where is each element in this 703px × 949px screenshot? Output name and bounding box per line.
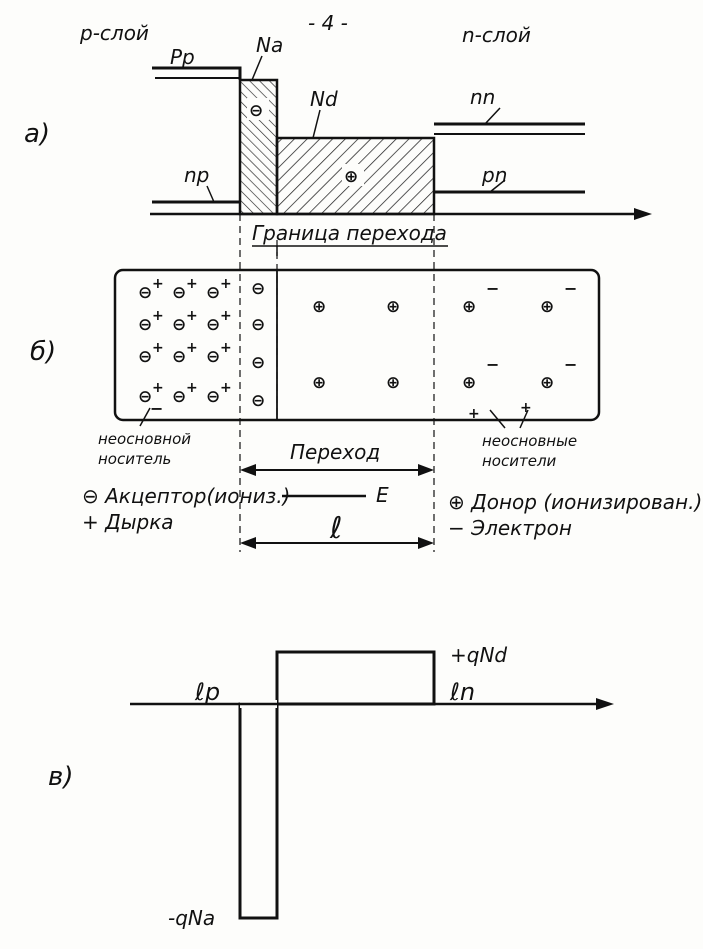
minority-electron: − <box>150 399 163 418</box>
junction-donor: ⊕ <box>386 297 400 317</box>
pp-curve <box>152 66 242 80</box>
label-lp: ℓp <box>194 678 220 706</box>
hole: + <box>152 276 164 292</box>
label-pn: pn <box>481 163 507 187</box>
label-np: np <box>184 163 209 187</box>
electron: − <box>564 279 577 298</box>
field-label: E <box>376 483 389 507</box>
hole: + <box>220 380 232 396</box>
donor-ion: ⊕ <box>462 297 476 317</box>
acceptor-sign: ⊖ <box>249 101 263 121</box>
legend-acceptor: ⊖ Акцептор(иониз.) <box>82 484 290 508</box>
n-layer-label: n-слой <box>462 23 531 47</box>
label-nd: Nd <box>310 87 338 111</box>
minority-n-label-1: неосновные <box>482 432 577 450</box>
label-minus-qna: -qNa <box>168 906 215 930</box>
acceptor-ion: ⊖ <box>206 347 220 367</box>
acceptor-ion: ⊖ <box>138 347 152 367</box>
junction-acceptor: ⊖ <box>251 279 265 299</box>
label-plus-qnd: +qNd <box>450 643 507 667</box>
panel-c-axis-arrow <box>596 698 614 710</box>
acceptor-ion: ⊖ <box>172 347 186 367</box>
acceptor-ion: ⊖ <box>206 387 220 407</box>
hole: + <box>186 308 198 324</box>
p-layer-label: p-слой <box>79 21 149 45</box>
legend-donor: ⊕ Донор (ионизирован.) <box>448 490 702 514</box>
hole: + <box>186 380 198 396</box>
acceptor-ion: ⊖ <box>172 315 186 335</box>
legend-electron: − Электрон <box>448 516 572 540</box>
transition-label: Переход <box>290 440 380 464</box>
minority-p-label-1: неосновной <box>98 430 191 448</box>
charge-negative-block <box>238 702 279 920</box>
electron: − <box>564 355 577 374</box>
acceptor-ion: ⊖ <box>206 315 220 335</box>
donor-ion: ⊕ <box>540 373 554 393</box>
junction-donor: ⊕ <box>312 297 326 317</box>
junction-donor: ⊕ <box>386 373 400 393</box>
hole: + <box>220 308 232 324</box>
hole: + <box>186 340 198 356</box>
panel-a-label: а) <box>24 119 50 149</box>
hole: + <box>152 308 164 324</box>
acceptor-ion: ⊖ <box>138 387 152 407</box>
junction-acceptor: ⊖ <box>251 353 265 373</box>
acceptor-ion: ⊖ <box>172 387 186 407</box>
acceptor-ion: ⊖ <box>138 315 152 335</box>
minority-n-label-2: носители <box>482 452 557 470</box>
label-nn: nn <box>470 85 495 109</box>
acceptor-ion: ⊖ <box>206 283 220 303</box>
hole: + <box>220 340 232 356</box>
electron: − <box>486 355 499 374</box>
junction-acceptor: ⊖ <box>251 391 265 411</box>
panel-b-label: б) <box>30 337 56 367</box>
hole: + <box>152 380 164 396</box>
donor-ion: ⊕ <box>540 297 554 317</box>
panel-a-axis-arrow <box>634 208 652 220</box>
junction-donor: ⊕ <box>312 373 326 393</box>
acceptor-ion: ⊖ <box>172 283 186 303</box>
hole: + <box>186 276 198 292</box>
legend-hole: + Дырка <box>82 510 174 534</box>
label-ln: ℓn <box>449 678 475 706</box>
junction-acceptor: ⊖ <box>251 315 265 335</box>
panel-b-charges: ⊖+⊖+⊖+⊖+⊖+⊖+⊖+⊖+⊖+⊖+⊖+⊖+⊖⊖⊖⊖⊕⊕⊕⊕⊕−⊕−⊕−⊕−… <box>138 276 577 422</box>
minority-p-label-2: носитель <box>98 450 171 468</box>
electron: − <box>486 279 499 298</box>
charge-positive-block <box>275 650 436 706</box>
hole: + <box>152 340 164 356</box>
crystal-bar <box>113 268 601 422</box>
label-na: Na <box>256 33 283 57</box>
minority-hole: + <box>468 406 480 422</box>
page-number: - 4 - <box>308 11 348 35</box>
boundary-label: Граница перехода <box>252 221 447 245</box>
donor-sign: ⊕ <box>344 167 358 187</box>
hole: + <box>220 276 232 292</box>
acceptor-ion: ⊖ <box>138 283 152 303</box>
panel-c-label: в) <box>48 762 73 792</box>
length-label: ℓ <box>329 511 342 546</box>
minority-hole: + <box>520 400 532 416</box>
label-pp: Pp <box>170 45 195 69</box>
donor-ion: ⊕ <box>462 373 476 393</box>
